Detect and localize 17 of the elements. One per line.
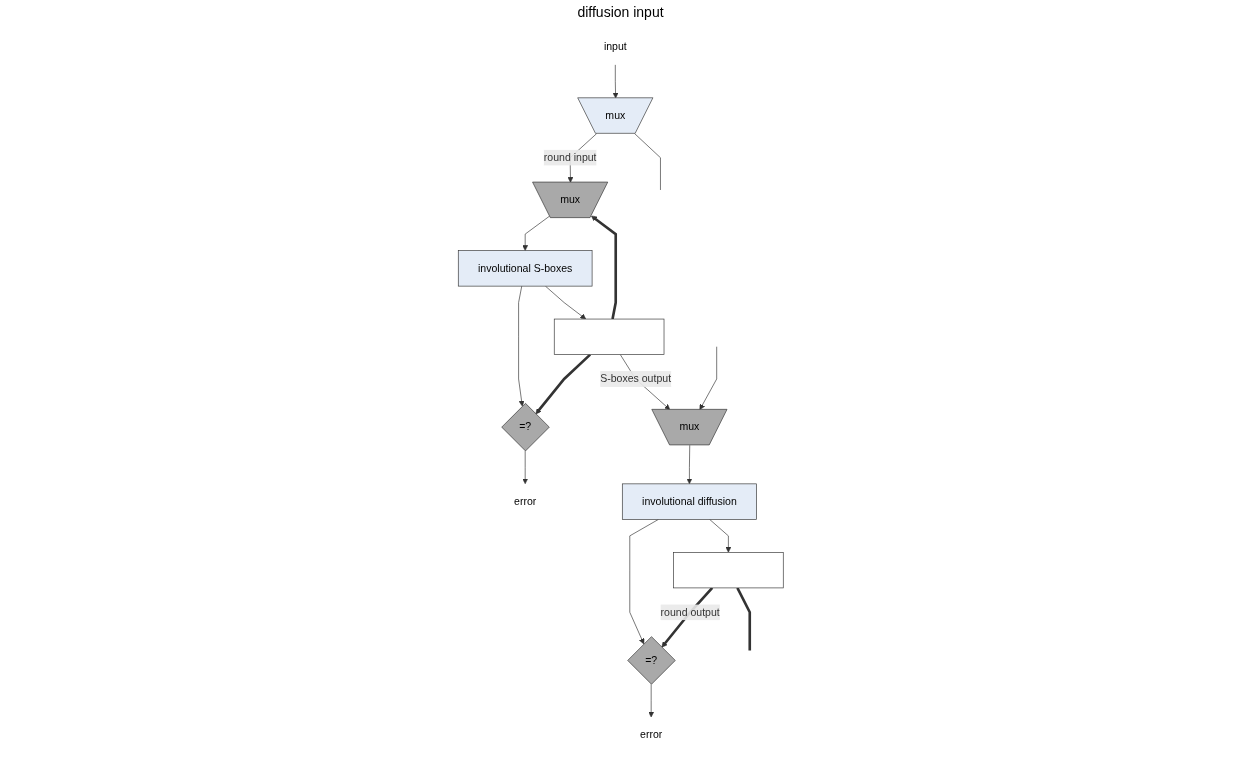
- edge-label: S-boxes output: [599, 373, 671, 385]
- edge-label: round output: [660, 606, 720, 618]
- arrow: [535, 353, 591, 415]
- node-box: [672, 552, 784, 589]
- connector: [634, 133, 661, 191]
- node-box: involutional S-boxes: [457, 250, 593, 287]
- node-diamond: =?: [627, 636, 676, 685]
- node-box: involutional diffusion: [621, 483, 757, 520]
- edge-label: round input: [543, 151, 597, 163]
- node-box: [553, 318, 665, 355]
- connector: [735, 587, 751, 651]
- node-text: error: [513, 495, 537, 507]
- signal-label: diffusion input: [577, 4, 664, 20]
- node-diamond: =?: [501, 403, 550, 452]
- arrow: [590, 215, 617, 320]
- node-text: error: [639, 729, 663, 741]
- node-text: input: [603, 41, 627, 53]
